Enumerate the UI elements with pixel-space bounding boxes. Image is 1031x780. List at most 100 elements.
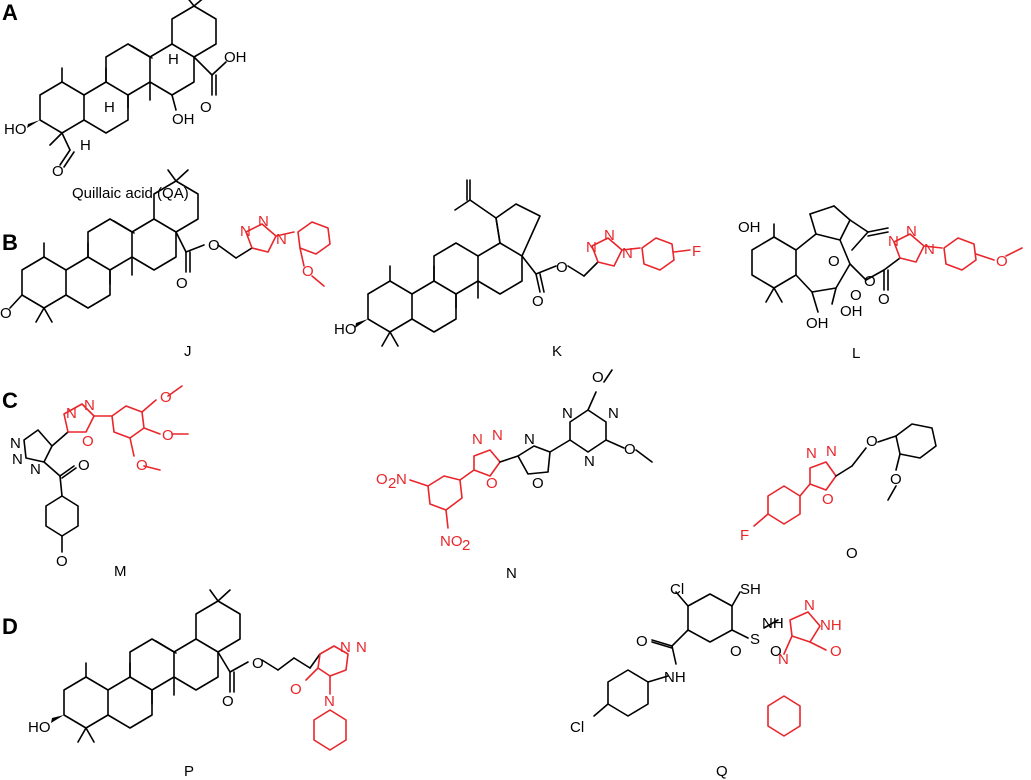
atom-n: N	[924, 241, 935, 258]
atom-o: O	[830, 643, 842, 660]
compound-p	[51, 589, 349, 751]
atom-o2n-n: N	[396, 471, 407, 488]
atom-n: N	[524, 431, 535, 448]
atom-f: F	[740, 527, 749, 544]
atom-o: O	[624, 441, 636, 458]
label-o: O	[846, 545, 858, 562]
atom-o: O	[136, 457, 148, 474]
atom-n: N	[826, 443, 837, 460]
atom-o: O	[532, 293, 544, 310]
atom-o: O	[850, 287, 862, 304]
atom-oh: OH	[806, 315, 829, 332]
atom-o: O	[222, 693, 234, 710]
atom-n: N	[240, 223, 251, 240]
label-k: K	[552, 343, 562, 360]
atom-n: N	[258, 213, 269, 230]
panel-c: C N N O O O O N N N O	[2, 369, 937, 582]
atom-o: O	[252, 655, 264, 672]
atom-o: O	[890, 471, 902, 488]
compound-q	[593, 591, 827, 737]
atom-ho: HO	[28, 719, 51, 736]
atom-n: N	[66, 405, 77, 422]
atom-o: O	[532, 475, 544, 492]
atom-h: H	[80, 137, 91, 154]
atom-cl: Cl	[570, 719, 584, 736]
atom-n: N	[888, 233, 899, 250]
caption-quillaic-acid: Quillaic acid (QA)	[72, 185, 189, 202]
atom-oh: OH	[172, 111, 195, 128]
atom-n: N	[472, 431, 483, 448]
atom-oh: OH	[840, 303, 863, 320]
atom-o: O	[0, 305, 12, 322]
atom-n: N	[84, 397, 95, 414]
panel-b: B	[0, 169, 1023, 362]
atom-nh: NH	[820, 617, 842, 634]
atom-n: N	[584, 453, 595, 470]
atom-no2: NO	[440, 533, 463, 550]
atom-f: F	[692, 243, 701, 260]
atom-n: N	[804, 597, 815, 614]
panel-label-b: B	[2, 230, 18, 255]
atom-ho: HO	[4, 121, 27, 138]
compound-k	[355, 179, 691, 347]
label-l: L	[852, 345, 860, 362]
compound-m	[23, 385, 189, 553]
label-p: P	[184, 763, 194, 780]
atom-nh: NH	[664, 669, 686, 686]
atom-o: O	[822, 491, 834, 508]
atom-o: O	[176, 275, 188, 292]
atom-o: O	[828, 253, 840, 270]
atom-n: N	[30, 461, 41, 478]
atom-o: O	[556, 259, 568, 276]
compound-j	[9, 169, 331, 323]
compound-o	[753, 423, 937, 527]
atom-ho: HO	[334, 321, 357, 338]
atom-o: O	[866, 433, 878, 450]
atom-n: N	[324, 693, 335, 710]
label-n: N	[506, 565, 517, 582]
panel-label-a: A	[2, 0, 18, 25]
atom-n: N	[562, 405, 573, 422]
atom-o: O	[78, 457, 90, 474]
atom-h: H	[104, 99, 115, 116]
atom-n: N	[806, 445, 817, 462]
atom-o: O	[592, 369, 604, 386]
atom-no2-sub: 2	[462, 537, 470, 554]
atom-o: O	[56, 553, 68, 570]
atom-n: N	[12, 451, 23, 468]
atom-o: O	[302, 263, 314, 280]
panel-label-c: C	[2, 388, 18, 413]
atom-o: O	[636, 633, 648, 650]
atom-oh: OH	[738, 219, 761, 236]
atom-h: H	[168, 51, 179, 68]
atom-s: S	[750, 631, 760, 648]
atom-o: O	[200, 99, 212, 116]
atom-o: O	[162, 427, 174, 444]
atom-n: N	[778, 651, 789, 668]
atom-n: N	[906, 223, 917, 240]
label-q: Q	[716, 763, 728, 780]
atom-n: N	[10, 435, 21, 452]
atom-o: O	[486, 475, 498, 492]
panel-a: A	[2, 0, 247, 202]
atom-n: N	[492, 427, 503, 444]
atom-o: O	[290, 681, 302, 698]
atom-nh: NH	[762, 615, 784, 632]
atom-cl: Cl	[670, 581, 684, 598]
atom-n: N	[356, 639, 367, 656]
atom-o2n-sub: 2	[388, 475, 396, 492]
atom-o: O	[208, 237, 220, 254]
atom-sh: SH	[740, 581, 761, 598]
atom-oh: OH	[224, 49, 247, 66]
quillaic-acid-skeleton	[27, 0, 227, 168]
atom-o: O	[52, 163, 64, 180]
atom-o: O	[996, 253, 1008, 270]
atom-o: O	[160, 389, 172, 406]
atom-o: O	[878, 291, 890, 308]
compound-n	[409, 369, 653, 529]
atom-n: N	[276, 231, 287, 248]
atom-n: N	[622, 245, 633, 262]
label-j: J	[184, 343, 192, 360]
compound-l	[751, 205, 1023, 313]
